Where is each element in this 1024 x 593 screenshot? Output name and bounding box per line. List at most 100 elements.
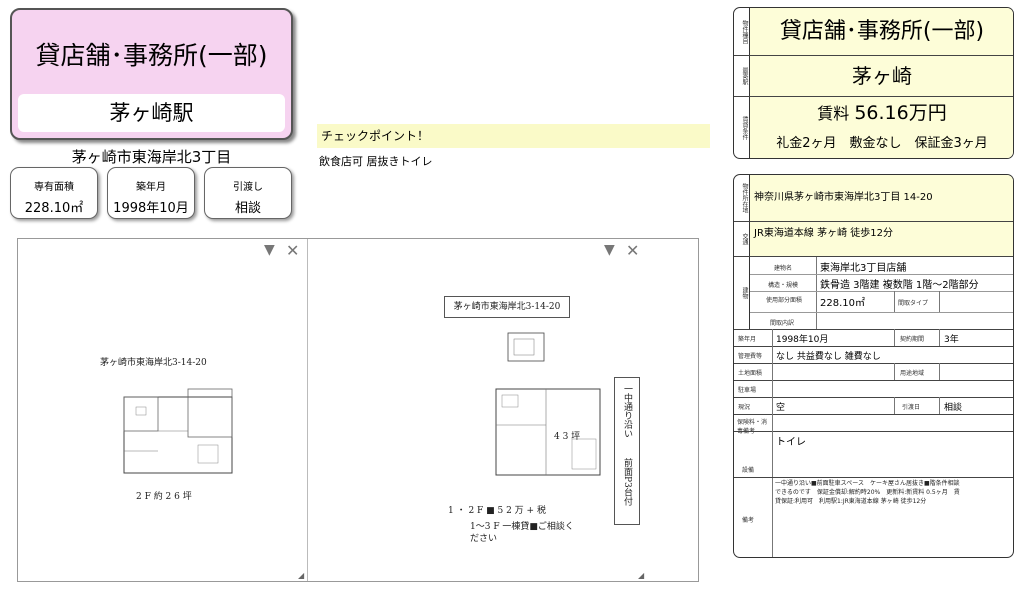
plan-area-label: 4 3 坪 — [554, 432, 581, 442]
plan-floor-label: 2 F 約 2 6 坪 — [136, 492, 192, 502]
row-divider — [734, 96, 1013, 97]
plan-price-note: 1 ・ 2 F ■ 5 2 万 + 税 — [448, 506, 546, 516]
plan-divider — [307, 239, 308, 581]
label-layout-detail: 間取内訳 — [770, 320, 795, 327]
close-icon[interactable]: ✕ — [626, 241, 640, 260]
label-zone: 用途地域 — [900, 370, 925, 377]
row-divider — [734, 414, 1013, 415]
label-fee: 管理費等 — [738, 353, 763, 360]
stat-floor-area: 専有面積 228.10㎡ — [10, 167, 98, 219]
floor-plan-drawing-right — [495, 332, 601, 476]
chevron-down-icon[interactable]: ▼ — [264, 242, 275, 258]
label-term: 契約期間 — [900, 336, 925, 343]
stat-built: 築年月 1998年10月 — [107, 167, 195, 219]
row-divider — [734, 397, 1013, 398]
detail-structure: 鉄骨造 3階建 複数階 1階～2階部分 — [820, 280, 979, 291]
stat-value: 相談 — [234, 201, 261, 216]
col-divider — [939, 291, 940, 312]
floor-plan-left: ▼ ✕ 茅ヶ崎市東海岸北3-14-20 2 F 約 2 6 坪 ◢ — [18, 239, 307, 581]
col-divider — [939, 363, 940, 380]
col-divider — [772, 329, 773, 346]
row-divider — [734, 256, 1013, 257]
label-land: 土地面積 — [738, 370, 763, 377]
plan-note-cont: ださい — [470, 534, 498, 544]
stat-label: 引渡し — [233, 182, 263, 193]
label-structure: 構造・規模 — [768, 282, 799, 289]
row-divider — [750, 291, 1013, 292]
detail-building-name: 東海岸北3丁目店舗 — [820, 263, 907, 274]
row-divider — [750, 274, 1013, 275]
detail-term: 3年 — [944, 335, 959, 345]
col-divider — [939, 397, 940, 414]
detail-status: 空 — [776, 403, 786, 413]
detail-area: 228.10㎡ — [820, 298, 865, 309]
col-divider — [816, 257, 817, 329]
col-divider — [894, 291, 895, 312]
label-layout: 間取タイプ — [898, 300, 929, 307]
plan-address: 茅ヶ崎市東海岸北3-14-20 — [444, 296, 570, 318]
row-divider — [734, 346, 1013, 347]
detail-remarks: 一中通り沿い■前面駐車スペース ケーキ屋さん居抜き■階条件相談 できるのです 保… — [775, 479, 960, 506]
plan-address: 茅ヶ崎市東海岸北3-14-20 — [100, 358, 207, 368]
summary-station: 茅ヶ崎 — [750, 56, 1013, 96]
summary-rent: 賃料 56.16万円 — [750, 97, 1013, 129]
rent-value: 56.16万円 — [854, 102, 947, 124]
row-divider — [734, 380, 1013, 381]
stat-value: 1998年10月 — [113, 201, 189, 216]
label-building-name: 建物名 — [774, 265, 793, 272]
col-divider — [772, 397, 773, 414]
detail-traffic: JR東海道本線 茅ヶ崎 徒歩12分 — [750, 222, 1013, 256]
close-icon[interactable]: ✕ — [286, 241, 300, 260]
row-divider — [734, 221, 1013, 222]
remarks-line: できるのです 保証金償却:解約時20% 更新料:新賃料 0.5ヶ月 賃 — [775, 489, 960, 496]
side-label-price: 賃貸条件 — [734, 97, 750, 158]
summary-title: 貸店舗･事務所(一部) — [750, 8, 1013, 55]
stat-value: 228.10㎡ — [24, 201, 84, 216]
listing-title: 貸店舗･事務所(一部) — [35, 41, 268, 70]
side-label-location: 物件所在地 — [734, 175, 750, 221]
resize-handle[interactable]: ◢ — [298, 571, 305, 580]
col-divider — [772, 380, 773, 397]
col-divider — [894, 329, 895, 346]
remarks-line: 貸保証:利用可 利用駅1:JR東海道本線 茅ヶ崎 徒歩12分 — [775, 498, 927, 505]
detail-fee: なし 共益費なし 雑費なし — [776, 352, 881, 362]
label-area: 使用部分面積 — [766, 297, 803, 304]
col-divider — [772, 346, 773, 363]
col-divider — [894, 363, 895, 380]
label-parking: 駐車場 — [738, 387, 757, 394]
side-label-building: 建物 — [734, 257, 750, 329]
col-divider — [772, 414, 773, 431]
detail-location: 神奈川県茅ヶ崎市東海岸北3丁目 14-20 — [750, 175, 1013, 221]
row-divider — [734, 431, 1013, 432]
plan-note: 1～3 F 一棟貸■ご相談く — [470, 522, 574, 532]
resize-handle[interactable]: ◢ — [638, 571, 645, 580]
col-divider — [939, 329, 940, 346]
label-options: 保険料・消毒備考 — [737, 419, 768, 435]
floor-plan-right: ▼ ✕ 茅ヶ崎市東海岸北3-14-20 4 3 坪 1 ・ 2 F ■ 5 2 … — [308, 239, 698, 581]
row-divider — [734, 329, 1013, 330]
remarks-line: 一中通り沿い■前面駐車スペース ケーキ屋さん居抜き■階条件相談 — [775, 480, 960, 487]
label-built: 築年月 — [738, 336, 757, 343]
listing-address: 茅ヶ崎市東海岸北3丁目 — [71, 148, 232, 166]
plan-side-note: 一中通り沿い — [622, 384, 632, 438]
row-divider — [734, 55, 1013, 56]
chevron-down-icon[interactable]: ▼ — [604, 242, 615, 258]
label-remarks: 備考 — [742, 517, 755, 524]
stat-label: 築年月 — [136, 182, 166, 193]
station-name: 茅ヶ崎駅 — [18, 94, 285, 132]
checkpoint-body: 飲食店可 居抜きトイレ — [319, 155, 433, 168]
stat-handover: 引渡し 相談 — [204, 167, 292, 219]
side-label-type: 物件種目 — [734, 8, 750, 55]
col-divider — [894, 397, 895, 414]
col-divider — [772, 431, 773, 557]
checkpoint-heading: チェックポイント！ — [317, 124, 710, 148]
row-divider — [750, 312, 1013, 313]
detail-built: 1998年10月 — [776, 335, 829, 345]
summary-card: 物件種目 貸店舗･事務所(一部) 最寄駅 茅ヶ崎 賃貸条件 賃料 56.16万円… — [733, 7, 1014, 159]
detail-card: 物件所在地 神奈川県茅ヶ崎市東海岸北3丁目 14-20 交通 JR東海道本線 茅… — [733, 174, 1014, 558]
row-divider — [734, 363, 1013, 364]
label-handover: 引渡日 — [902, 404, 921, 411]
plan-side-note-box: 一中通り沿い 前面P3台付 — [614, 377, 640, 525]
floor-plan-drawing-left — [123, 388, 233, 474]
col-divider — [772, 363, 773, 380]
